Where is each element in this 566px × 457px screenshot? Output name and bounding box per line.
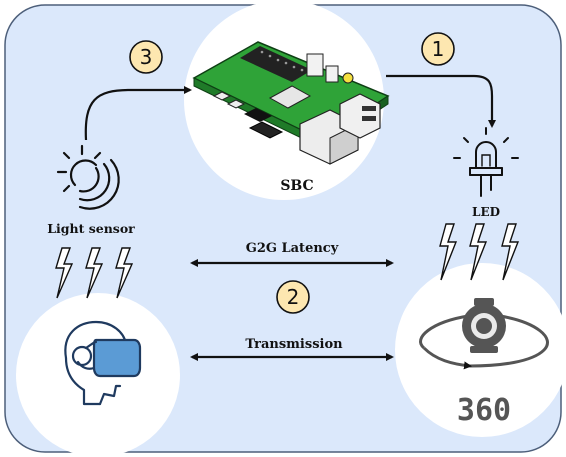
sbc-board-icon (192, 41, 390, 165)
camera-360-text: 360 (457, 393, 511, 428)
svg-text:2: 2 (287, 285, 300, 309)
light-sensor-label: Light sensor (47, 221, 135, 236)
vr-headset-user-icon (64, 320, 142, 406)
arrow-sensor-to-sbc (84, 86, 192, 141)
camera-360-icon (419, 298, 549, 370)
led-lightning-icons (439, 223, 520, 281)
svg-text:1: 1 (432, 37, 445, 61)
sbc-label: SBC (280, 178, 313, 194)
sensor-lightning-icons (55, 247, 134, 299)
transmission-label: Transmission (245, 337, 343, 352)
svg-text:3: 3 (140, 45, 153, 69)
step-badge-1: 1 (421, 32, 455, 66)
led-icon (453, 127, 519, 197)
light-sensor-icon (56, 144, 120, 210)
step-badge-3: 3 (129, 40, 163, 74)
latency-label: G2G Latency (246, 241, 339, 256)
led-label: LED (472, 205, 500, 219)
step-badge-2: 2 (276, 280, 310, 314)
arrow-sbc-to-led (386, 74, 496, 128)
